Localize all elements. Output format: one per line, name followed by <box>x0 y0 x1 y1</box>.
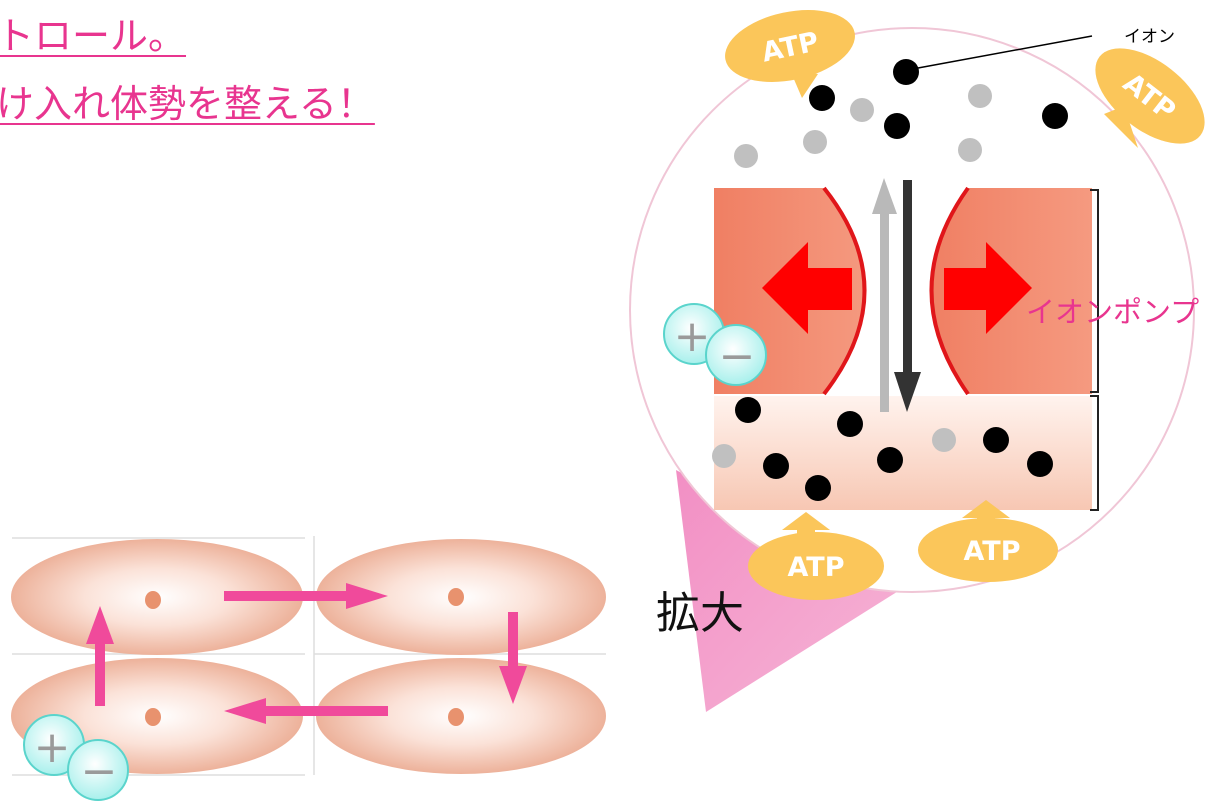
arrow-left-icon <box>224 698 266 724</box>
arrow-up-icon <box>86 606 114 644</box>
charge-pair-cells: + − <box>23 714 129 801</box>
cell-nucleus <box>448 588 464 606</box>
atp-badge-bottom-right: ATP <box>918 500 1058 582</box>
cell-nucleus <box>145 591 161 609</box>
cell-top-left <box>11 539 303 655</box>
arrow-down-icon <box>499 666 527 704</box>
arrow-up-icon <box>95 640 105 706</box>
arrow-right-icon <box>346 583 388 609</box>
charge-pair-pump: + − <box>663 303 767 386</box>
cell-nucleus <box>448 708 464 726</box>
ions-upper <box>734 59 1068 168</box>
svg-text:+: + <box>34 722 71 773</box>
channel-edge-right <box>929 186 970 396</box>
atp-text: ATP <box>787 552 844 583</box>
membrane-lower-band <box>714 396 1092 510</box>
svg-text:−: − <box>719 331 756 382</box>
pump-arrow-right-icon <box>944 242 1032 334</box>
pump-bracket <box>1090 189 1099 511</box>
cell-bottom-right <box>316 658 606 774</box>
heading-line-1: トロール。 <box>0 14 187 58</box>
arrow-down-icon <box>894 372 921 412</box>
zoom-label: 拡大 <box>656 588 744 639</box>
minus-charge-icon <box>67 739 129 801</box>
atp-badge-bottom-left: ATP <box>748 512 884 600</box>
ion-label: イオン <box>1124 27 1175 47</box>
cell-top-right <box>316 539 606 655</box>
pump-arrow-left-icon <box>762 242 852 334</box>
minus-charge-icon <box>705 324 767 386</box>
atp-badge-top-left: ATP <box>725 10 855 98</box>
arrow-up-icon <box>872 178 897 214</box>
atp-badge-top-right: ATP <box>1095 48 1205 148</box>
arrow-down-icon <box>508 612 518 670</box>
atp-text: ATP <box>963 536 1020 567</box>
arrow-right-icon <box>224 591 350 601</box>
ion-pump-label: イオンポンプ <box>1026 295 1199 329</box>
heading-line-2: け入れ体勢を整える！ <box>0 82 375 126</box>
ion-leader-line <box>917 35 1093 69</box>
channel-edge-left <box>822 186 867 396</box>
ions-lower <box>712 397 1053 501</box>
cell-nucleus <box>145 708 161 726</box>
ion-flow-arrows <box>872 178 921 412</box>
svg-text:−: − <box>81 746 118 797</box>
svg-text:+: + <box>674 311 711 362</box>
cycle-arrows <box>86 583 527 724</box>
arrow-left-icon <box>262 706 388 716</box>
